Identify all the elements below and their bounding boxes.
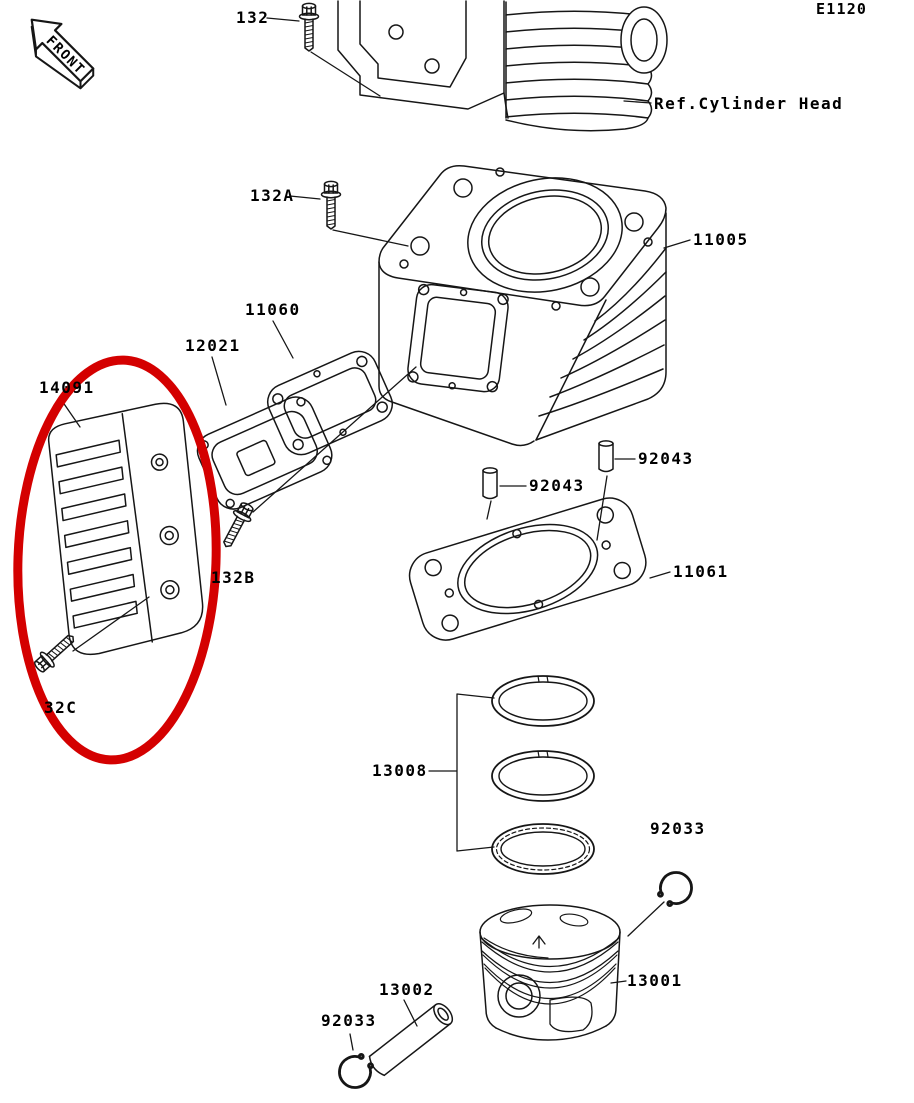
ref-cylinder-head-label: Ref.Cylinder Head (654, 94, 844, 113)
front-arrow: FRONT (30, 18, 95, 90)
cylinder-11005-drawing (378, 164, 667, 447)
part-label-132c[interactable]: 32C (44, 698, 78, 717)
part-label-132a[interactable]: 132A (250, 186, 295, 205)
part-label-11060[interactable]: 11060 (245, 300, 301, 319)
dowel-92043-right-drawing (598, 440, 614, 473)
part-label-92033-lower[interactable]: 92033 (321, 1011, 377, 1030)
part-label-14091[interactable]: 14091 (39, 378, 95, 397)
leader-lines (59, 17, 691, 1051)
drawing-code: E1120 (816, 0, 868, 18)
cylinder-head-drawing (337, 0, 668, 132)
part-label-13008[interactable]: 13008 (372, 761, 428, 780)
piston-pin-13002-drawing (368, 1003, 454, 1077)
cover-14091-drawing (47, 402, 204, 656)
highlight-ellipse (13, 355, 221, 765)
part-label-12021[interactable]: 12021 (185, 336, 241, 355)
part-label-132b[interactable]: 132B (211, 568, 256, 587)
part-label-11005[interactable]: 11005 (693, 230, 749, 249)
part-label-92043-left[interactable]: 92043 (529, 476, 585, 495)
bolt-132a-drawing (320, 180, 342, 230)
bolt-132-drawing (298, 2, 320, 52)
bolt-132c-drawing (30, 628, 81, 677)
part-label-132[interactable]: 132 (236, 8, 270, 27)
piston-13001-drawing (479, 904, 621, 1041)
piston-rings-13008-drawing (491, 675, 595, 875)
part-label-13002[interactable]: 13002 (379, 980, 435, 999)
circlip-92033-upper-drawing (651, 864, 700, 913)
part-label-13001[interactable]: 13001 (627, 971, 683, 990)
gasket-11061-drawing (408, 497, 647, 641)
part-label-92043-right[interactable]: 92043 (638, 449, 694, 468)
gasket-11060-drawing (266, 350, 394, 456)
dowel-92043-left-drawing (482, 467, 498, 500)
part-label-11061[interactable]: 11061 (673, 562, 729, 581)
part-label-92033-upper[interactable]: 92033 (650, 819, 706, 838)
bolt-132b-drawing (216, 499, 258, 552)
